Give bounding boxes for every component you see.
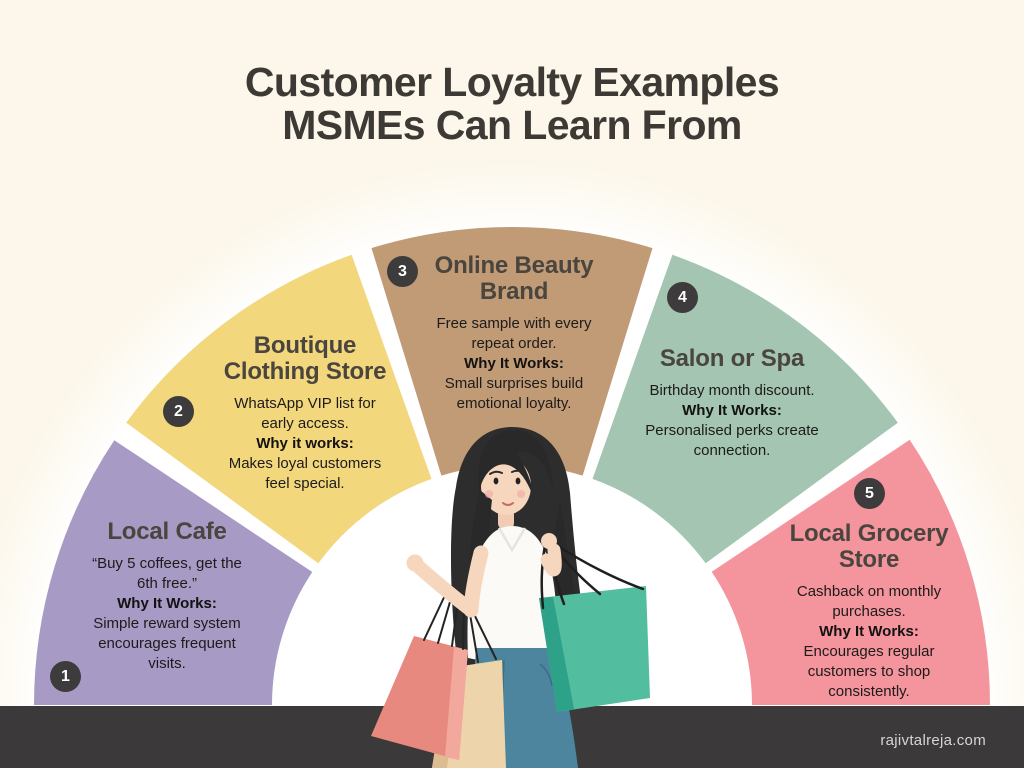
badge-2: 2 xyxy=(163,396,194,427)
badge-4: 4 xyxy=(667,282,698,313)
segment-title: Local Cafe xyxy=(107,518,227,545)
page-title-line2: MSMEs Can Learn From xyxy=(282,102,742,148)
segment-title: Local Grocery Store xyxy=(789,520,949,573)
wedge-online-beauty-brand xyxy=(371,226,653,476)
eyebrow-left xyxy=(489,470,503,475)
segment-why-text: Simple reward system encourages frequent… xyxy=(93,615,241,672)
segment-offer: Free sample with every repeat order. xyxy=(436,315,592,352)
woman-figure xyxy=(371,427,650,768)
segment-local-grocery-store: Local Grocery Store Cashback on monthly … xyxy=(739,521,999,702)
hand-left xyxy=(406,554,424,572)
mouth xyxy=(502,502,514,506)
badge-1: 1 xyxy=(50,661,81,692)
segment-offer: Birthday month discount. xyxy=(649,382,815,399)
wedge-boutique-clothing-store xyxy=(126,254,432,564)
segment-why-label: Why It Works: xyxy=(464,355,564,372)
segment-body: Birthday month discount. Why It Works: P… xyxy=(602,381,862,461)
wedge-local-cafe xyxy=(34,440,313,705)
shopping-bag-salmon xyxy=(371,636,468,760)
wedge-local-grocery-store xyxy=(711,439,990,705)
segment-boutique-clothing-store: Boutique Clothing Store WhatsApp VIP lis… xyxy=(175,333,435,494)
segment-title: Boutique Clothing Store xyxy=(223,332,387,385)
segment-offer: “Buy 5 coffees, get the 6th free.” xyxy=(92,555,242,592)
v-neck-line xyxy=(497,527,527,553)
segment-why-label: Why It Works: xyxy=(117,595,217,612)
pants-pocket xyxy=(539,663,553,687)
segment-body: “Buy 5 coffees, get the 6th free.” Why I… xyxy=(37,554,297,674)
segment-why-text: Small surprises build emotional loyalty. xyxy=(444,375,584,412)
segment-salon-or-spa: Salon or Spa Birthday month discount. Wh… xyxy=(602,346,862,461)
eye-left xyxy=(493,477,499,485)
eyebrow-right xyxy=(511,469,525,474)
badge-5: 5 xyxy=(854,478,885,509)
page-title-line1: Customer Loyalty Examples xyxy=(244,59,780,105)
wedge-salon-or-spa xyxy=(592,254,898,564)
website-text: rajivtalreja.com xyxy=(880,732,986,749)
segment-why-text: Makes loyal customers feel special. xyxy=(228,455,382,492)
segment-why-text: Personalised perks create connection. xyxy=(645,422,819,459)
segment-online-beauty-brand: Online Beauty Brand Free sample with eve… xyxy=(384,253,644,414)
blush-right xyxy=(517,490,525,498)
segment-why-label: Why it works: xyxy=(256,435,354,452)
segment-why-text: Encourages regular customers to shop con… xyxy=(803,643,935,700)
hand-right xyxy=(541,533,557,549)
segment-body: Cashback on monthly purchases. Why It Wo… xyxy=(739,582,999,702)
segment-title: Online Beauty Brand xyxy=(434,252,594,305)
badge-3: 3 xyxy=(387,256,418,287)
shopping-bag-teal xyxy=(539,586,650,712)
page-title: Customer Loyalty Examples MSMEs Can Lear… xyxy=(0,61,1024,147)
segment-why-label: Why It Works: xyxy=(819,623,919,640)
segment-why-label: Why It Works: xyxy=(682,402,782,419)
hair-fringe xyxy=(478,429,553,496)
arm-right xyxy=(540,533,562,577)
segment-title: Salon or Spa xyxy=(659,345,805,372)
segment-body: Free sample with every repeat order. Why… xyxy=(384,314,644,414)
segment-local-cafe: Local Cafe “Buy 5 coffees, get the 6th f… xyxy=(37,519,297,674)
segment-offer: WhatsApp VIP list for early access. xyxy=(234,395,376,432)
blush-left xyxy=(485,490,493,498)
arm-left xyxy=(406,545,489,618)
segment-offer: Cashback on monthly purchases. xyxy=(796,583,942,620)
white-top xyxy=(467,526,558,663)
eye-right xyxy=(515,477,521,485)
segment-body: WhatsApp VIP list for early access. Why … xyxy=(175,394,435,494)
